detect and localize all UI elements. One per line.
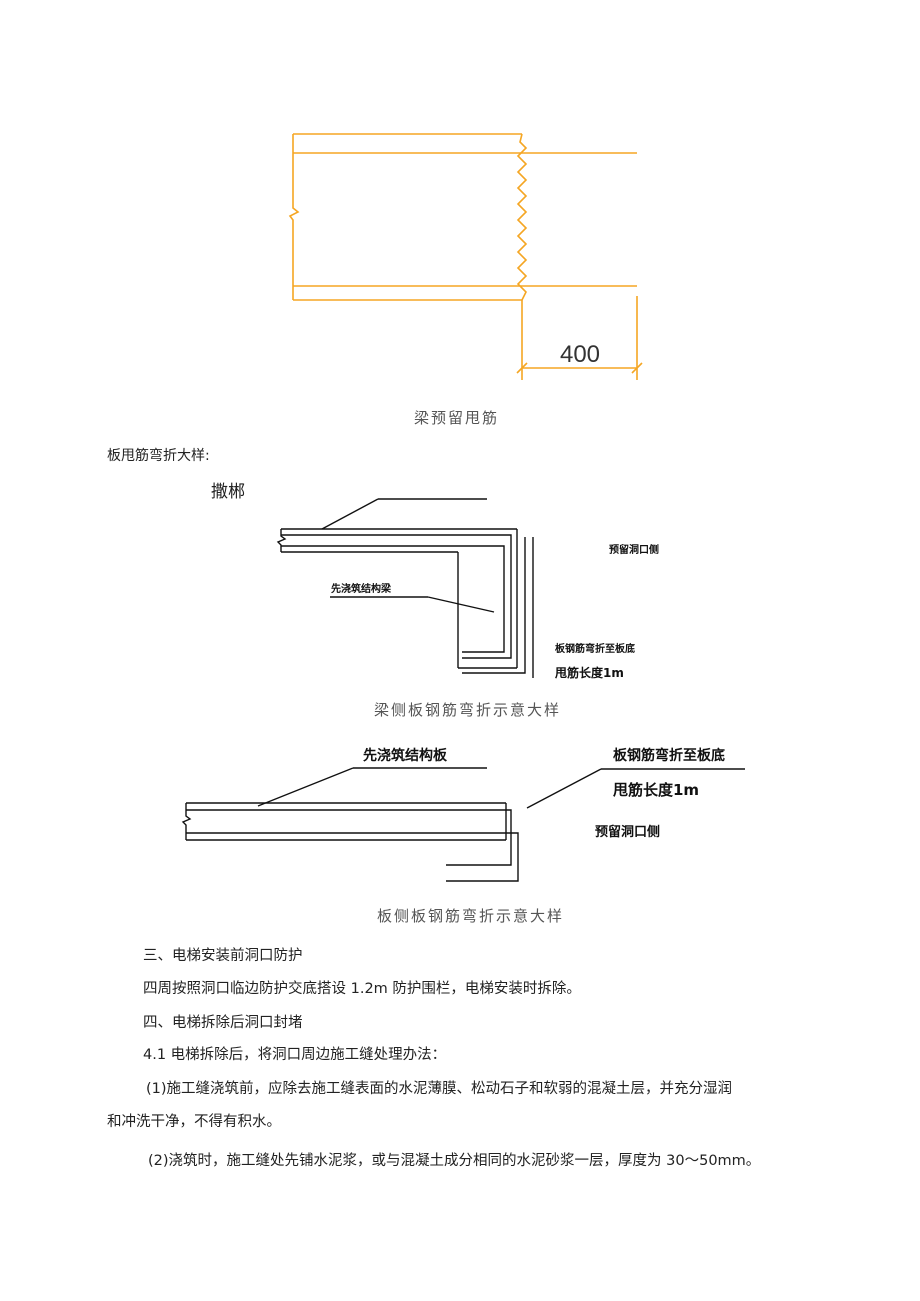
handwritten-mark: 撒郴 xyxy=(211,482,245,502)
figure2-caption: 梁侧板钢筋弯折示意大样 xyxy=(374,701,562,719)
slab3-rebar-bend2 xyxy=(446,832,519,882)
label3-bend-line2: 甩筋长度1m xyxy=(612,781,699,799)
slab-side-bend-drawing: 先浇筑结构板 板钢筋弯折至板底 甩筋长度1m 预留洞口侧 xyxy=(181,747,745,882)
label-prepoured-slab: 先浇筑结构板 xyxy=(363,747,448,764)
leader-beam-diag xyxy=(427,596,495,613)
slab3-rebar-bend1 xyxy=(446,809,512,866)
section-intro: 板甩筋弯折大样: xyxy=(107,448,210,464)
label3-bend-line1: 板钢筋弯折至板底 xyxy=(613,747,725,764)
beam-left-break xyxy=(288,134,300,300)
label-opening-side: 预留洞口侧 xyxy=(609,543,659,556)
leader3-slab-diag xyxy=(257,767,354,807)
label-bend-line1: 板钢筋弯折至板底 xyxy=(555,642,635,655)
heading-section-4: 四、电梯拆除后洞口封堵 xyxy=(143,1015,303,1031)
label3-opening-side: 预留洞口侧 xyxy=(595,824,660,840)
rebar-outer xyxy=(462,537,526,674)
rebar-bend-inner2 xyxy=(281,545,505,653)
leader-top xyxy=(321,498,379,530)
beam-side-bend-drawing: 先浇筑结构梁 预留洞口侧 板钢筋弯折至板底 甩筋长度1m xyxy=(276,498,659,680)
rebar-bend-inner xyxy=(281,534,512,659)
dim-tick-right xyxy=(631,362,643,374)
beam-rebar-drawing: 400 xyxy=(288,133,643,380)
slab3-left-break xyxy=(181,803,192,840)
figure1-caption: 梁预留甩筋 xyxy=(414,409,500,427)
figure3-caption: 板侧板钢筋弯折示意大样 xyxy=(377,907,565,925)
label-prepoured-beam: 先浇筑结构梁 xyxy=(331,582,392,595)
paragraph-item-2: (2)浇筑时，施工缝处先铺水泥浆，或与混凝土成分相同的水泥砂浆一层，厚度为 30… xyxy=(148,1153,761,1169)
dimension-label: 400 xyxy=(560,341,600,368)
paragraph-4-1: 4.1 电梯拆除后，将洞口周边施工缝处理办法： xyxy=(143,1047,447,1063)
beam-zigzag-break xyxy=(516,133,528,301)
paragraph-guardrail: 四周按照洞口临边防护交底搭设 1.2m 防护围栏，电梯安装时拆除。 xyxy=(143,981,581,997)
paragraph-item-1-line2: 和冲洗干净，不得有积水。 xyxy=(107,1114,281,1130)
dim-tick-left xyxy=(516,362,528,374)
heading-section-3: 三、电梯安装前洞口防护 xyxy=(143,948,303,964)
paragraph-item-1-line1: (1)施工缝浇筑前，应除去施工缝表面的水泥薄膜、松动石子和软弱的混凝土层，并充分… xyxy=(146,1081,733,1097)
label-bend-line2: 甩筋长度1m xyxy=(555,665,624,680)
leader3-bend-diag xyxy=(526,768,602,809)
